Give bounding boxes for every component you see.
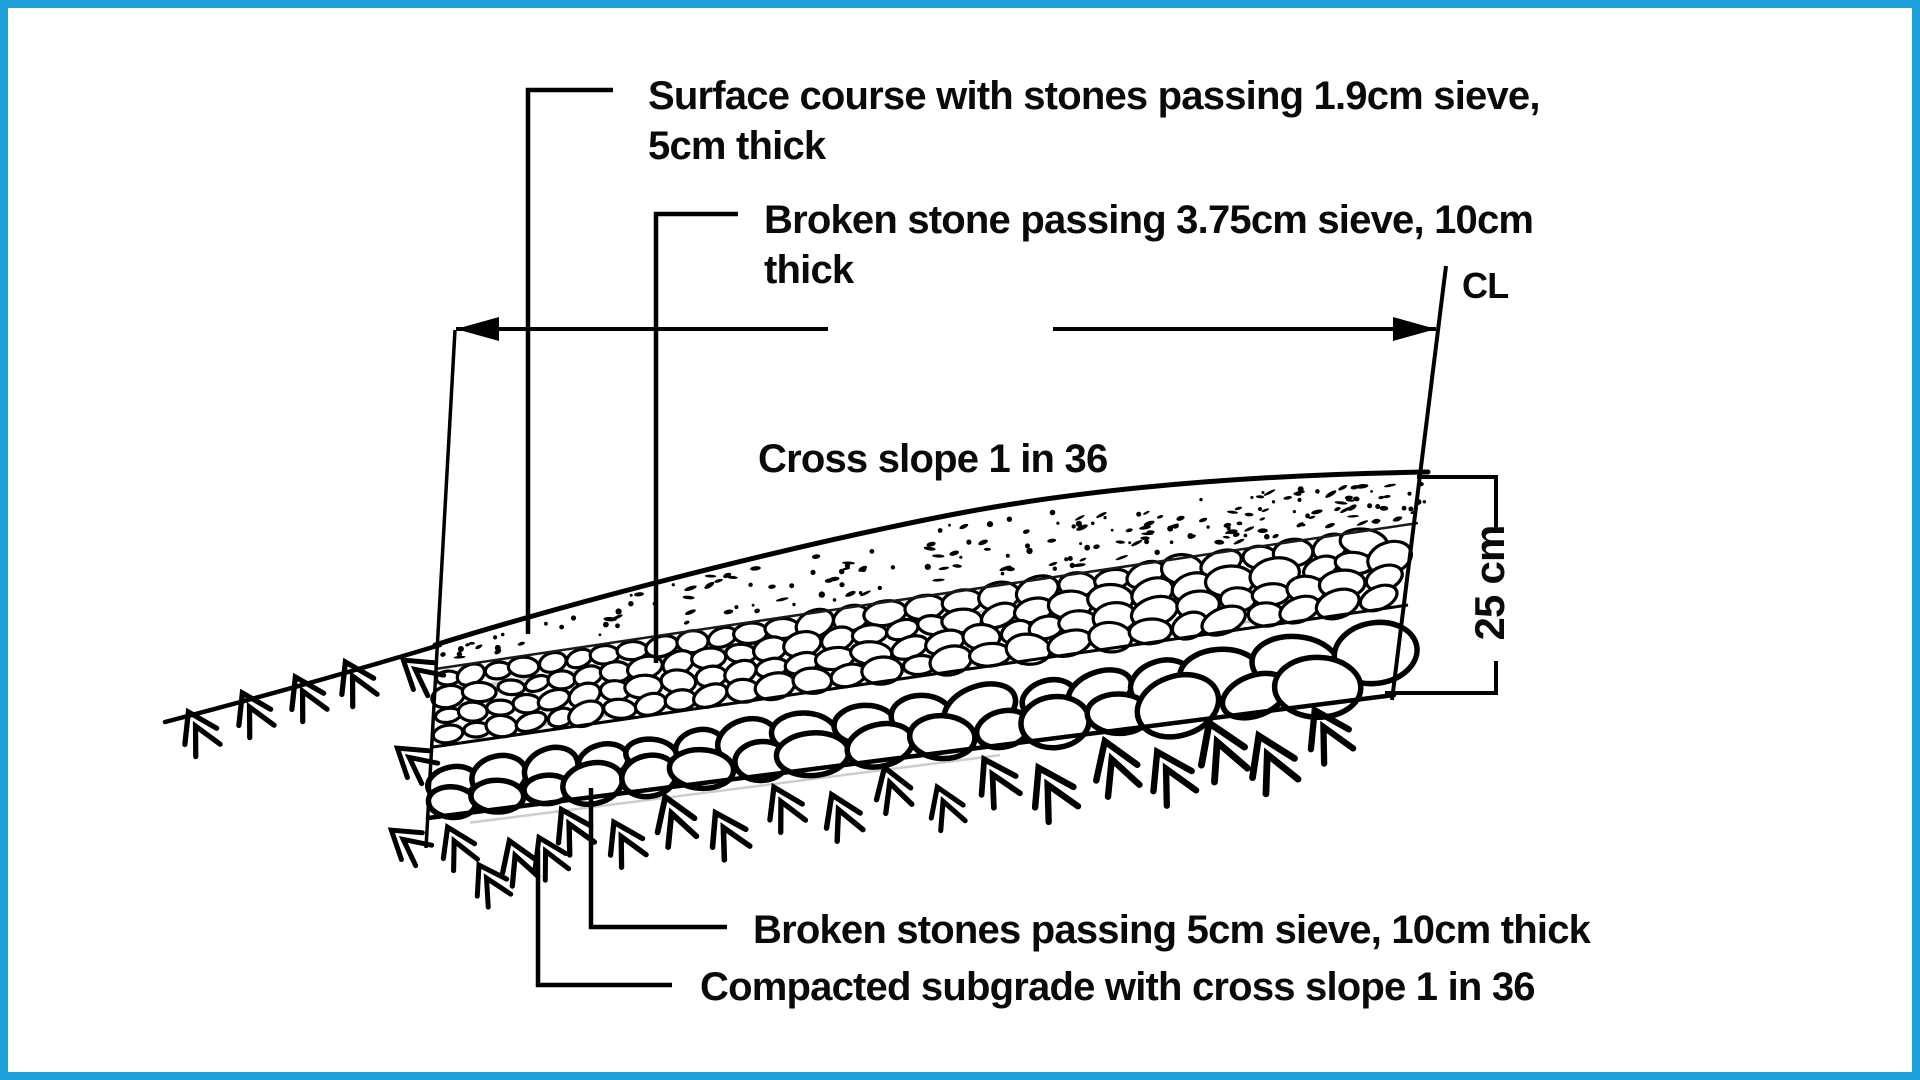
- depth-dimension-bracket: [1385, 475, 1498, 695]
- mid-layer-label: Broken stone passing 3.75cm sieve, 10cm …: [764, 195, 1534, 295]
- base-layer-leader: [588, 788, 727, 930]
- surface-course-label-line2: 5cm thick: [648, 124, 826, 168]
- mid-layer-label-line1: Broken stone passing 3.75cm sieve, 10cm: [764, 198, 1534, 242]
- ground-line: [162, 642, 443, 725]
- centerline-label: CL: [1462, 265, 1509, 306]
- left-edge-extension-line: [424, 329, 457, 849]
- surface-course-leader: [525, 87, 613, 634]
- surface-course-speckle-texture: [440, 481, 1427, 659]
- base-layer-label: Broken stones passing 5cm sieve, 10cm th…: [753, 908, 1591, 952]
- width-dimension-left-arrow: [456, 317, 499, 341]
- layer-boundary-small-large: [432, 603, 1409, 749]
- width-dimension-right-arrow: [1393, 317, 1436, 341]
- surface-course-label-line1: Surface course with stones passing 1.9cm…: [648, 74, 1540, 118]
- subgrade-label: Compacted subgrade with cross slope 1 in…: [700, 965, 1536, 1009]
- subgrade-hatching: [182, 657, 1357, 910]
- mid-layer-leader: [653, 211, 738, 663]
- centerline: [1390, 265, 1448, 701]
- surface-course-label: Surface course with stones passing 1.9cm…: [648, 71, 1540, 171]
- width-dimension: [456, 317, 1436, 341]
- subgrade-leader: [535, 850, 672, 988]
- cross-slope-label: Cross slope 1 in 36: [758, 437, 1108, 481]
- depth-dimension-label: 25 cm: [1466, 525, 1513, 641]
- road-surface-line: [432, 469, 1431, 648]
- mid-layer-label-line2: thick: [764, 248, 854, 292]
- layer-boundary-surface-small: [434, 521, 1419, 671]
